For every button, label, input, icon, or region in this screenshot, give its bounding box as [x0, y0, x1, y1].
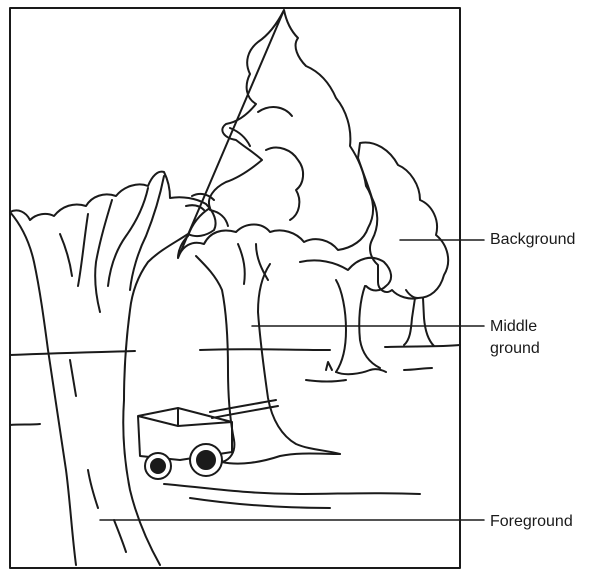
horizon-line [9, 344, 461, 356]
wagon-handle [209, 399, 279, 419]
wagon [137, 399, 279, 480]
ground-line [163, 483, 421, 495]
grass-tuft [325, 361, 333, 371]
label-foreground: Foreground [490, 513, 573, 530]
horizon-line-2 [9, 423, 41, 426]
middle-tree-far [299, 256, 392, 376]
wagon-body [137, 407, 233, 461]
label-middle-ground-line2: ground [490, 340, 540, 357]
foreground-tree-trunk [9, 170, 217, 566]
foreground-tree [9, 170, 217, 566]
label-middle-ground: Middle ground [490, 316, 540, 360]
middle-tree-trunk [195, 255, 341, 463]
ground-line-3 [305, 367, 433, 383]
label-middle-ground-line1: Middle [490, 318, 538, 335]
middle-tree-main [177, 9, 374, 465]
background-tree [357, 141, 450, 347]
ground-line-2 [189, 497, 331, 509]
middle-tree-canopy [177, 9, 374, 259]
picture-frame [9, 7, 461, 569]
label-background: Background [490, 231, 576, 248]
